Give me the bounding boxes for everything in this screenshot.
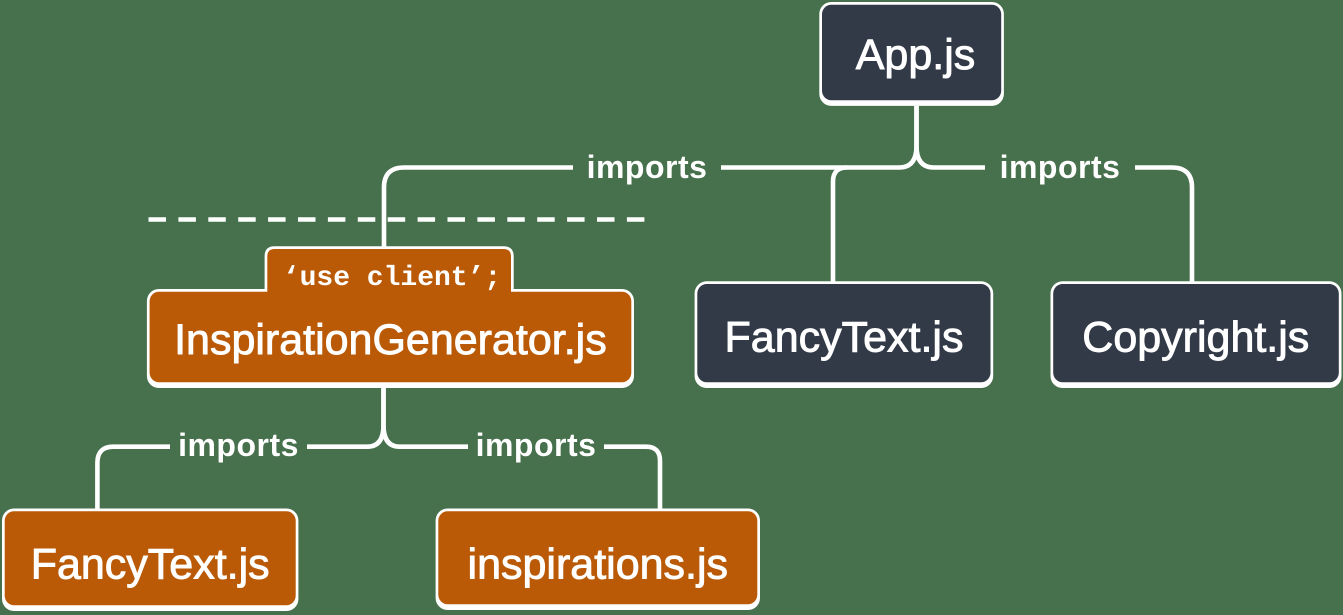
svg-text:inspirations.js: inspirations.js	[468, 541, 729, 589]
svg-text:FancyText.js: FancyText.js	[725, 314, 964, 362]
svg-text:App.js: App.js	[856, 31, 976, 79]
svg-text:imports: imports	[1000, 149, 1121, 185]
svg-text:FancyText.js: FancyText.js	[31, 541, 270, 589]
svg-text:‘use client’;: ‘use client’;	[283, 263, 501, 294]
svg-text:imports: imports	[587, 149, 708, 185]
svg-text:imports: imports	[178, 427, 299, 463]
svg-text:imports: imports	[476, 427, 597, 463]
svg-text:Copyright.js: Copyright.js	[1082, 314, 1309, 362]
svg-text:InspirationGenerator.js: InspirationGenerator.js	[174, 316, 607, 364]
